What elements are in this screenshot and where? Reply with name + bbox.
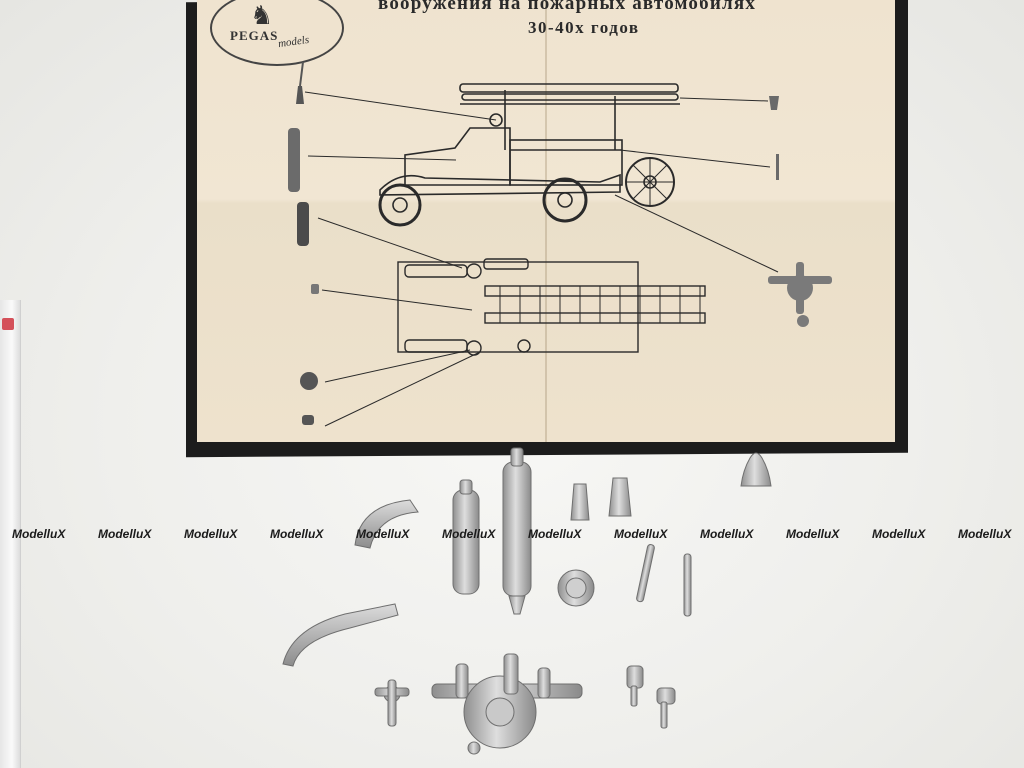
sheet-fold-line [545,0,547,442]
watermark-text: ModelluX [270,527,324,541]
sheet-part-photos [288,61,832,425]
fire-pump-assembly [431,653,583,755]
pegasus-icon: ♞ [250,0,274,30]
bag-label-mark [2,318,14,330]
metal-parts [282,447,772,755]
valve-star [374,679,410,727]
watermark-text: ModelluX [442,527,496,541]
suction-hose [282,603,399,667]
watermark-text: ModelluX [98,527,152,541]
branch-pipe-1 [636,544,655,603]
extinguisher-long [502,461,532,597]
small-valve-1 [626,665,644,689]
logo-text-pegas: PEGAS [230,28,279,43]
watermark-text: ModelluX [614,527,668,541]
watermark-text: ModelluX [958,527,1012,541]
pegas-logo: ♞ PEGAS models [210,0,344,66]
nozzle-cap-1 [570,483,590,521]
watermark-text: ModelluX [528,527,582,541]
curved-hose-nozzle [354,499,419,549]
leader-lines [304,91,779,427]
small-valve-2 [656,687,676,705]
sheet-subtitle: 30-40х годов [528,18,640,37]
nozzle-cap-2 [608,477,632,517]
sheet-title: вооружения на пожарных автомобилях [378,0,757,14]
watermark-text: ModelluX [356,527,410,541]
fire-truck-side-view [378,83,680,227]
branch-pipe-2 [683,553,692,617]
instruction-sheet [197,0,895,442]
extinguisher-short [452,489,480,595]
fire-truck-top-view [397,258,706,356]
plastic-bag [0,300,21,768]
watermark-text: ModelluX [12,527,66,541]
watermark-text: ModelluX [786,527,840,541]
watermark-text: ModelluX [700,527,754,541]
bell [740,452,772,487]
watermark-text: ModelluX [872,527,926,541]
watermark-text: ModelluX [184,527,238,541]
